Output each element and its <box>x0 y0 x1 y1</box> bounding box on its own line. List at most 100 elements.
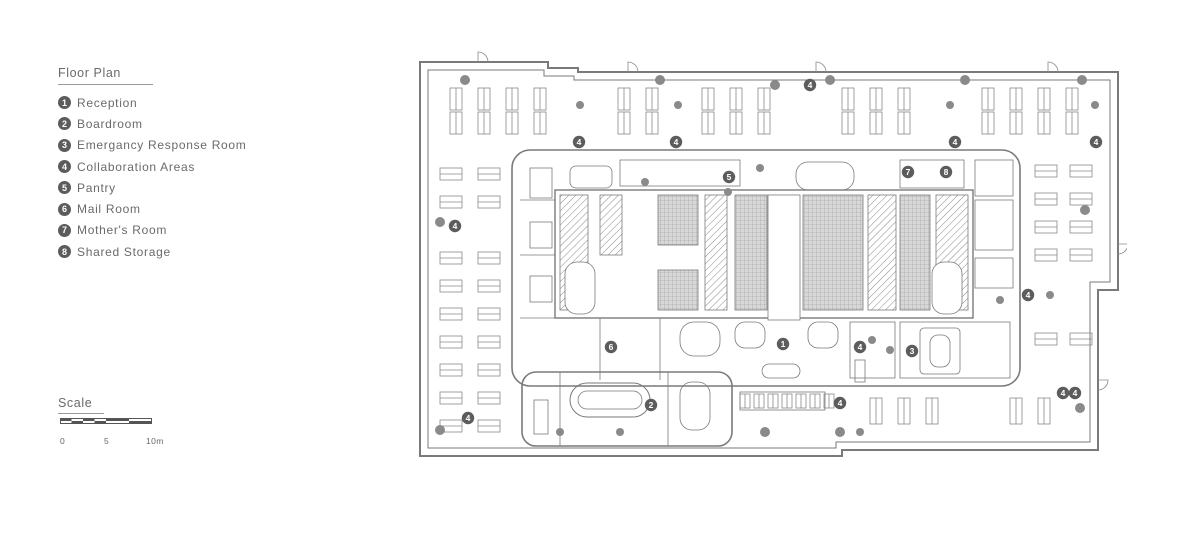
area-marker-badge: 4 <box>803 78 817 92</box>
desk-cluster <box>1065 111 1079 135</box>
legend-number-badge: 8 <box>58 245 71 259</box>
desk-cluster <box>477 307 501 321</box>
desk-cluster <box>701 111 715 135</box>
legend-number-badge: 4 <box>58 160 71 174</box>
desk-cluster <box>449 87 463 111</box>
legend-label: Mother's Room <box>77 223 168 238</box>
chair-icon <box>576 101 584 109</box>
chair-icon <box>946 101 954 109</box>
scale-tick-label: 10m <box>146 436 164 446</box>
desk-cluster <box>1034 164 1058 178</box>
desk-cluster <box>981 111 995 135</box>
area-marker-badge: 4 <box>448 219 462 233</box>
desk-cluster <box>505 87 519 111</box>
legend-label: Pantry <box>77 180 116 195</box>
area-marker-number: 4 <box>1026 290 1031 300</box>
desk-cluster <box>809 393 821 409</box>
area-marker-badge: 7 <box>901 165 915 179</box>
chair-icon <box>756 164 764 172</box>
desk-cluster <box>1034 332 1058 346</box>
area-marker-number: 8 <box>944 167 949 177</box>
desk-cluster <box>1037 111 1051 135</box>
desk-cluster <box>1069 332 1093 346</box>
chair-icon <box>868 336 876 344</box>
area-marker-badge: 1 <box>776 337 790 351</box>
chair-icon <box>835 427 845 437</box>
desk-cluster <box>1069 220 1093 234</box>
chair-icon <box>674 101 682 109</box>
scale-title: Scale <box>58 396 93 410</box>
area-marker-number: 7 <box>906 167 911 177</box>
chair-icon <box>1046 291 1054 299</box>
desk-cluster <box>869 87 883 111</box>
chair-icon <box>435 425 445 435</box>
desk-cluster <box>1069 192 1093 206</box>
legend-item: 3 Emergancy Response Room <box>58 135 258 156</box>
area-marker-badge: 4 <box>1056 386 1070 400</box>
desk-cluster <box>1009 111 1023 135</box>
desk-cluster <box>477 111 491 135</box>
area-marker-badge: 6 <box>604 340 618 354</box>
chair-icon <box>825 75 835 85</box>
desk-cluster <box>753 393 765 409</box>
desk-cluster <box>1009 87 1023 111</box>
workstations <box>439 87 1093 433</box>
desk-cluster <box>739 393 751 409</box>
desk-cluster <box>767 393 779 409</box>
area-marker-number: 4 <box>858 342 863 352</box>
area-marker-number: 6 <box>609 342 614 352</box>
desk-cluster <box>533 87 547 111</box>
area-marker-badge: 4 <box>461 411 475 425</box>
desk-cluster <box>645 87 659 111</box>
chair-icon <box>960 75 970 85</box>
scale-underline <box>58 413 104 414</box>
desk-cluster <box>1037 87 1051 111</box>
area-marker-badge: 8 <box>939 165 953 179</box>
desk-cluster <box>1069 248 1093 262</box>
legend-number-badge: 5 <box>58 181 71 195</box>
desk-cluster <box>477 87 491 111</box>
desk-cluster <box>617 87 631 111</box>
area-marker-number: 5 <box>727 172 732 182</box>
area-marker-number: 4 <box>838 398 843 408</box>
area-marker-number: 4 <box>674 137 679 147</box>
area-marker-badge: 4 <box>1089 135 1103 149</box>
core <box>511 149 1021 387</box>
area-marker-badge: 4 <box>572 135 586 149</box>
legend-label: Emergancy Response Room <box>77 138 247 153</box>
desk-cluster <box>1069 164 1093 178</box>
entry-doors <box>477 51 1127 391</box>
area-marker-number: 4 <box>1061 388 1066 398</box>
legend-number-badge: 6 <box>58 202 71 216</box>
desk-cluster <box>477 363 501 377</box>
desk-cluster <box>897 87 911 111</box>
floor-plan-legend: Floor Plan 1 Reception 2 Boardroom 3 Eme… <box>58 66 258 262</box>
desk-cluster <box>841 87 855 111</box>
desk-cluster <box>869 111 883 135</box>
area-marker-number: 4 <box>453 221 458 231</box>
chair-icon <box>1091 101 1099 109</box>
desk-cluster <box>477 419 501 433</box>
chair-icon <box>641 178 649 186</box>
legend-number-badge: 2 <box>58 117 71 131</box>
area-marker-number: 4 <box>1094 137 1099 147</box>
chair-icon <box>886 346 894 354</box>
desk-cluster <box>439 279 463 293</box>
chair-icon <box>556 428 564 436</box>
area-marker-badge: 4 <box>1021 288 1035 302</box>
desk-cluster <box>477 335 501 349</box>
desk-cluster <box>897 111 911 135</box>
area-marker-number: 4 <box>1073 388 1078 398</box>
area-marker-number: 3 <box>910 346 915 356</box>
legend-item: 8 Shared Storage <box>58 241 258 262</box>
desk-cluster <box>439 391 463 405</box>
desk-cluster <box>439 363 463 377</box>
chair-icon <box>616 428 624 436</box>
legend-number-badge: 1 <box>58 96 71 110</box>
legend-label: Shared Storage <box>77 244 171 259</box>
scale-bar <box>60 418 152 424</box>
desk-cluster <box>823 393 835 409</box>
desk-cluster <box>781 393 793 409</box>
legend-item: 1 Reception <box>58 92 258 113</box>
area-marker-number: 4 <box>577 137 582 147</box>
